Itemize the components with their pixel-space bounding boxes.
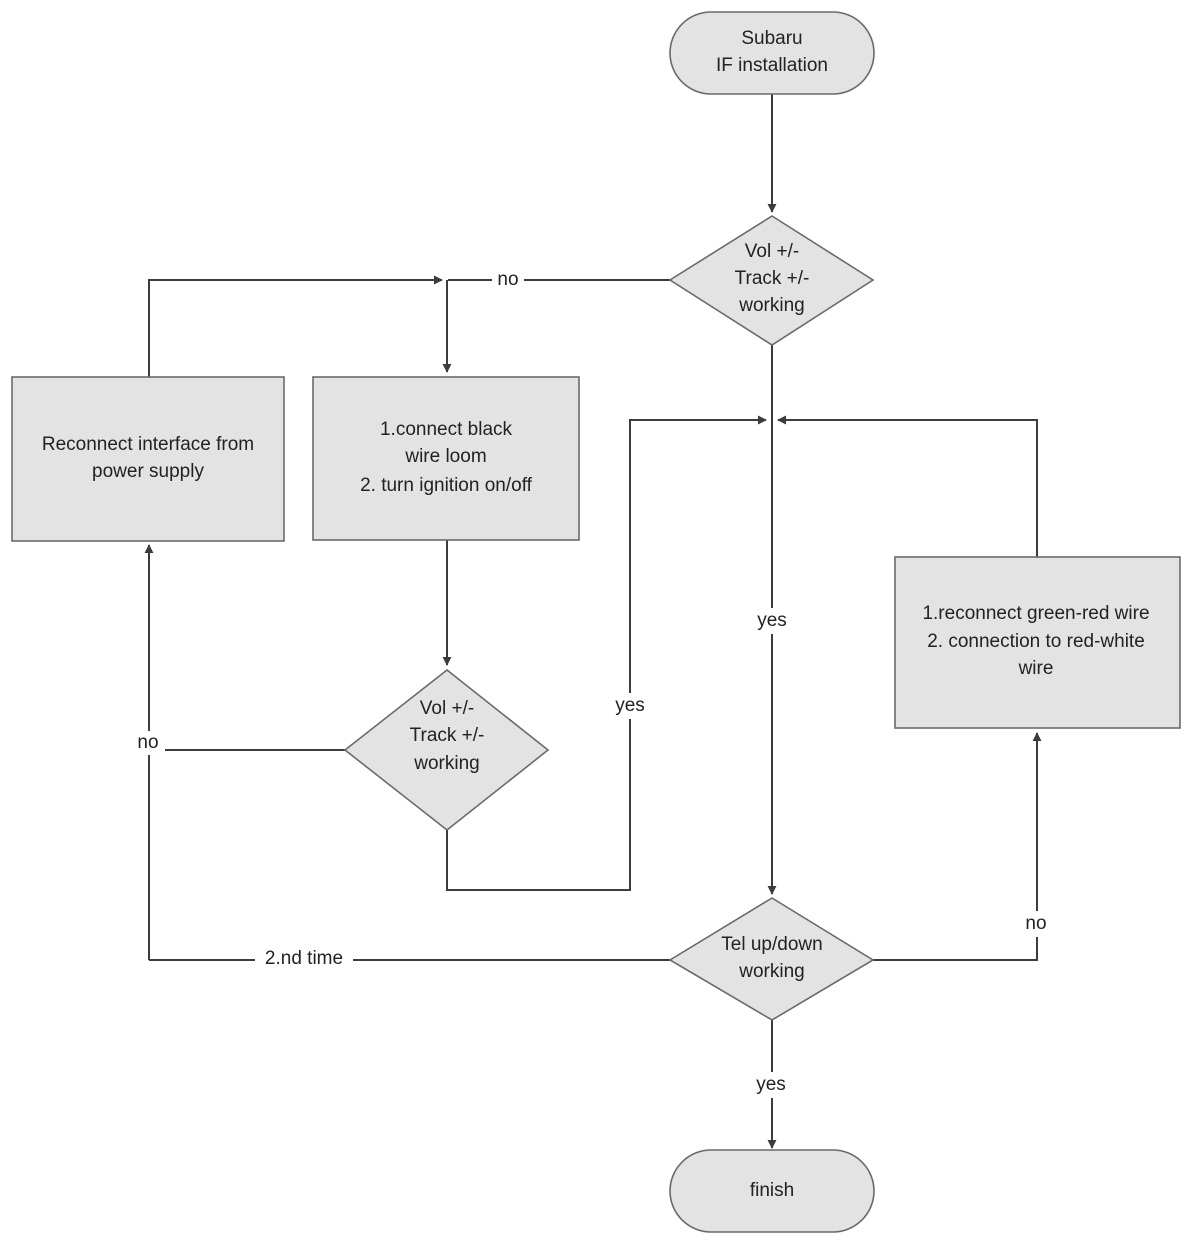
connect-black-wire-box: 1.connect black wire loom 2. turn igniti… bbox=[312, 376, 580, 541]
decision1-line-3: working bbox=[738, 295, 804, 316]
edge-tel-no bbox=[873, 732, 1042, 961]
start-node-line-2: IF installation bbox=[716, 55, 828, 76]
svg-text:2.nd time: 2.nd time bbox=[265, 948, 343, 969]
decision-tel-line-2: working bbox=[738, 961, 804, 982]
connect-black-line-2: wire loom bbox=[404, 446, 486, 467]
edge-label-middle-no: no bbox=[131, 731, 165, 755]
decision1-line-1: Vol +/- bbox=[745, 241, 799, 262]
edge-green-red-to-main bbox=[777, 415, 1038, 557]
finish-node-label: finish bbox=[750, 1180, 794, 1201]
reconnect-green-red-box: 1.reconnect green-red wire 2. connection… bbox=[894, 556, 1181, 729]
decision-vol-track-1: Vol +/- Track +/- working bbox=[668, 215, 875, 346]
edge-label-top-no: no bbox=[492, 268, 524, 292]
connect-black-line-1: 1.connect black bbox=[380, 419, 513, 440]
green-red-line-1: 1.reconnect green-red wire bbox=[922, 603, 1149, 624]
finish-node: finish bbox=[669, 1149, 875, 1233]
reconnect-interface-box: Reconnect interface from power supply bbox=[11, 376, 285, 542]
svg-text:yes: yes bbox=[615, 695, 645, 716]
decision-vol-track-2: Vol +/- Track +/- working bbox=[343, 668, 550, 832]
edge-label-top-yes: yes bbox=[752, 608, 792, 634]
svg-text:yes: yes bbox=[756, 1074, 786, 1095]
decision2-line-1: Vol +/- bbox=[420, 698, 474, 719]
green-red-line-3: wire bbox=[1018, 658, 1054, 679]
green-red-line-2: 2. connection to red-white bbox=[927, 631, 1145, 652]
svg-text:no: no bbox=[137, 732, 158, 753]
decision2-line-2: Track +/- bbox=[410, 725, 485, 746]
edge-label-middle-yes: yes bbox=[610, 693, 650, 719]
start-node: Subaru IF installation bbox=[669, 11, 875, 95]
decision1-line-2: Track +/- bbox=[735, 268, 810, 289]
decision-tel-up-down: Tel up/down working bbox=[668, 897, 875, 1021]
svg-text:no: no bbox=[1025, 913, 1046, 934]
edge-label-second-time: 2.nd time bbox=[255, 946, 353, 972]
connect-black-line-3: 2. turn ignition on/off bbox=[360, 475, 533, 496]
start-node-line-1: Subaru bbox=[741, 28, 802, 49]
svg-text:yes: yes bbox=[757, 610, 787, 631]
reconnect-interface-line-2: power supply bbox=[92, 461, 204, 482]
reconnect-interface-line-1: Reconnect interface from bbox=[42, 434, 254, 455]
edge-label-bottom-yes: yes bbox=[752, 1072, 792, 1098]
edge-reconnect-to-junction bbox=[148, 275, 443, 377]
decision2-line-3: working bbox=[413, 753, 479, 774]
svg-text:no: no bbox=[497, 269, 518, 290]
decision-tel-line-1: Tel up/down bbox=[721, 934, 822, 955]
edge-decision2-yes bbox=[446, 415, 767, 891]
edge-label-right-no: no bbox=[1019, 911, 1053, 937]
